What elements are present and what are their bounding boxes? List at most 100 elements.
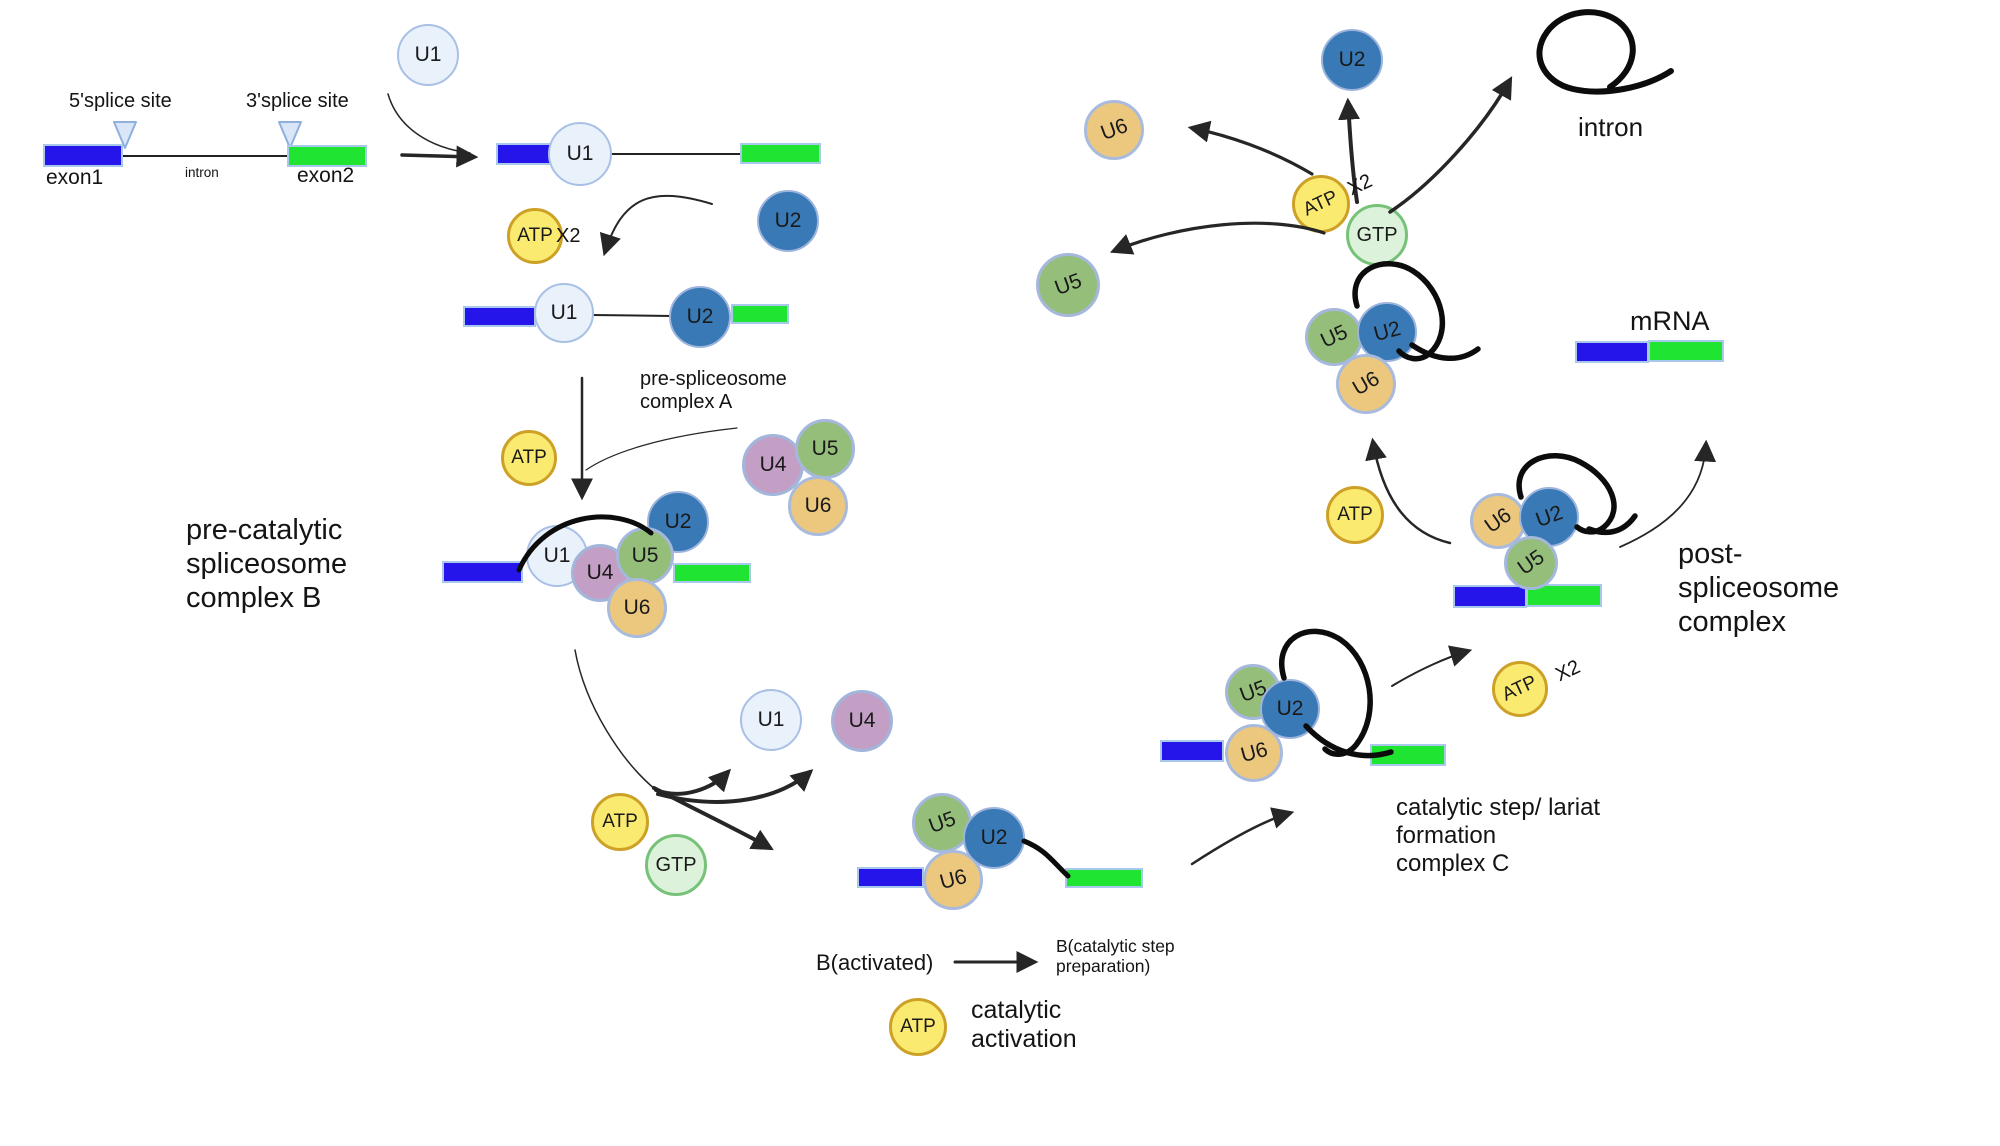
mrna-exon2-bar — [1648, 340, 1724, 362]
lariat-complex-tail — [1409, 342, 1481, 362]
u1-label: U1 — [543, 544, 571, 567]
intron-label-small: intron — [185, 165, 219, 180]
u1-snrnp-complex-e: U1 — [548, 122, 612, 186]
atp-molecule-top: ATP — [507, 208, 563, 264]
arrow-u2-join — [599, 194, 713, 257]
u6-label: U6 — [1348, 366, 1384, 401]
atp-molecule-mid: ATP — [501, 430, 557, 486]
complex-c-label: catalytic step/ lariat formation complex… — [1396, 794, 1601, 878]
atp-x2-multiplier-top: X2 — [556, 225, 581, 247]
complex-e-exon1-bar — [496, 143, 552, 165]
u2-label: U2 — [1370, 316, 1403, 347]
u2-snrnp-lariat-complex: U2 — [1357, 302, 1417, 362]
b-activated-exon1-bar — [857, 867, 924, 888]
complex-a-exon1-bar — [463, 306, 536, 327]
u5-snrnp-complex-b: U5 — [616, 527, 674, 585]
u1-label: U1 — [566, 142, 594, 165]
released-intron-label: intron — [1578, 112, 1644, 142]
u6-label: U6 — [1237, 737, 1270, 768]
post-complex-exon2-bar — [1526, 584, 1602, 607]
complex-a-intron-line — [591, 314, 673, 317]
complex-b-exon1-bar — [442, 561, 523, 583]
exon1-label: exon1 — [46, 166, 104, 189]
arrow-post-to-mrna — [1619, 439, 1717, 548]
u1-join-curve — [387, 93, 471, 154]
catalytic-activation-label: catalytic activation — [971, 996, 1077, 1054]
atp-molecule-complex-c: ATP — [1492, 661, 1548, 717]
five-splice-site-label: 5'splice site — [69, 90, 172, 112]
u5-label: U5 — [1051, 269, 1085, 300]
atp-x2-multiplier-right: X2 — [1552, 655, 1584, 687]
arrow-release-u5 — [1109, 221, 1326, 255]
u4-label: U4 — [848, 709, 876, 732]
b-catalytic-step-label: B(catalytic step preparation) — [1056, 936, 1175, 977]
complex-a-label-curve — [585, 427, 738, 471]
b-activated-label: B(activated) — [816, 950, 934, 975]
atp-label: ATP — [517, 225, 553, 246]
atp-molecule-catalytic: ATP — [889, 998, 947, 1056]
u6-label: U6 — [804, 494, 832, 517]
complex-c-exon2-bar — [1370, 744, 1446, 766]
released-intron-lariat — [1536, 9, 1674, 95]
atp-label: ATP — [511, 447, 547, 468]
arrow-post-to-lariat-complex — [1365, 437, 1452, 545]
gtp-molecule-activation: GTP — [645, 834, 707, 896]
u2-label: U2 — [980, 826, 1008, 849]
u5-label: U5 — [1513, 545, 1549, 580]
u1-label: U1 — [550, 301, 578, 324]
complex-b-exon2-bar — [673, 563, 751, 583]
gtp-label: GTP — [1356, 223, 1398, 246]
u5-snrnp-post: U5 — [1504, 536, 1558, 590]
arrow-premrna-to-complex-e — [400, 145, 479, 168]
u2-snrnp-released: U2 — [1321, 29, 1383, 91]
u6-label: U6 — [936, 864, 969, 895]
u6-label: U6 — [1480, 503, 1516, 538]
u2-snrnp-b-activated: U2 — [963, 807, 1025, 869]
u5-label: U5 — [811, 437, 839, 460]
u4-snrnp-released: U4 — [831, 690, 893, 752]
u5-label: U5 — [1316, 320, 1351, 353]
complex-b-label: pre-catalytic spliceosome complex B — [186, 514, 348, 614]
post-complex-lariat-tail — [1586, 513, 1638, 536]
u5-label: U5 — [631, 544, 659, 567]
u2-snrnp-complex-a: U2 — [669, 286, 731, 348]
complex-c-exon1-bar — [1160, 740, 1224, 762]
b-activated-intron-link — [1021, 838, 1071, 879]
u2-snrnp-complex-c: U2 — [1260, 679, 1320, 739]
atp-label: ATP — [900, 1016, 936, 1037]
u4-label: U4 — [759, 453, 787, 476]
arrow-release-u4 — [656, 769, 814, 804]
gtp-label: GTP — [655, 853, 697, 876]
post-spliceosome-label: post- spliceosome complex — [1678, 538, 1840, 638]
atp-label: ATP — [1300, 186, 1342, 221]
u6-snrnp-lariat-complex: U6 — [1336, 354, 1396, 414]
u6-snrnp-complex-b: U6 — [607, 578, 667, 638]
pre-mrna-exon1-bar — [43, 144, 123, 167]
u6-snrnp-tri: U6 — [788, 476, 848, 536]
b-activated-exon2-bar — [1065, 868, 1143, 888]
atp-molecule-post: ATP — [1326, 486, 1384, 544]
u2-label: U2 — [1338, 48, 1366, 71]
u1-snrnp-free-top: U1 — [397, 24, 459, 86]
u6-label: U6 — [623, 596, 651, 619]
mrna-exon1-bar — [1575, 341, 1649, 363]
complex-a-label: pre-spliceosome complex A — [640, 368, 787, 414]
pre-mrna-exon2-bar — [287, 145, 367, 167]
complex-e-exon2-bar — [740, 143, 821, 164]
u6-snrnp-released: U6 — [1084, 100, 1144, 160]
complex-a-exon2-bar — [731, 304, 789, 324]
arrow-release-intron — [1388, 76, 1513, 214]
u1-snrnp-complex-a: U1 — [534, 283, 594, 343]
arrow-release-u6 — [1187, 120, 1314, 176]
arrow-release-u1 — [654, 768, 732, 796]
u6-snrnp-b-activated: U6 — [923, 850, 983, 910]
three-splice-site-label: 3'splice site — [246, 90, 349, 112]
post-complex-exon1-bar — [1453, 585, 1527, 608]
atp-label: ATP — [602, 811, 638, 832]
u6-label: U6 — [1097, 114, 1131, 145]
u4-snrnp-tri: U4 — [742, 434, 804, 496]
u5-snrnp-tri: U5 — [795, 419, 855, 479]
gtp-molecule-disassembly: GTP — [1346, 204, 1408, 266]
u1-label: U1 — [757, 708, 785, 731]
